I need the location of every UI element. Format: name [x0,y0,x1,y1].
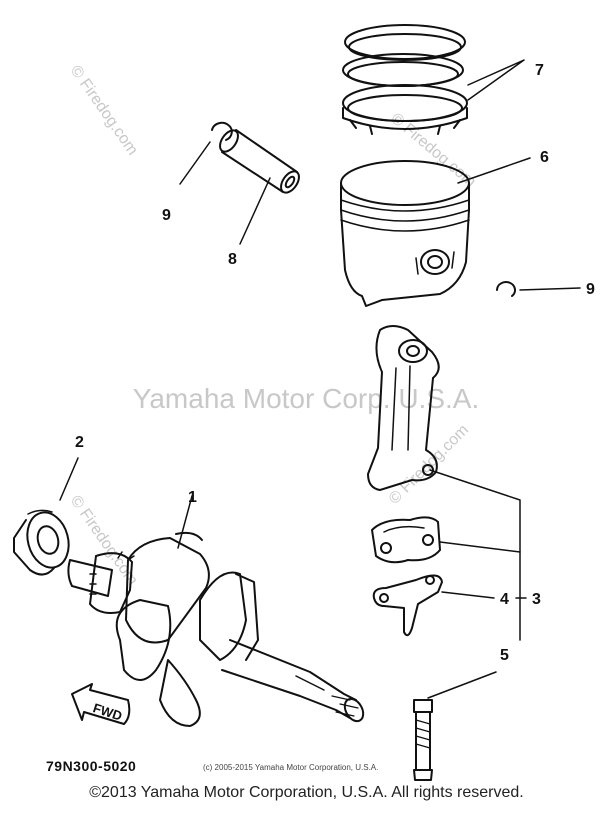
piston-rings [342,24,468,135]
callout-6: 6 [540,149,549,166]
fwd-label: FWD [91,700,124,723]
piston-pin [219,129,300,194]
callout-2: 2 [75,434,84,451]
callout-9-right: 9 [586,281,595,298]
crankshaft [67,531,365,727]
leader-lines [59,59,581,699]
fwd-arrow [71,683,131,725]
callout-4: 4 [500,591,509,608]
watermark-center: Yamaha Motor Corp. U.S.A. [133,383,480,414]
lock-plate [372,574,443,637]
part-number: 79N300-5020 [46,758,136,774]
callout-1: 1 [188,489,197,506]
crank-bearing [13,509,70,576]
rod-cap [371,516,441,564]
watermark-top-left: © Firedog.com [67,63,141,159]
footer-copyright: ©2013 Yamaha Motor Corporation, U.S.A. A… [89,784,524,801]
small-copyright: (c) 2005-2015 Yamaha Motor Corporation, … [203,763,378,772]
callout-5: 5 [500,647,509,664]
callout-9-left: 9 [162,207,171,224]
circlip-left [211,121,233,141]
piston [340,160,470,307]
circlip-right [496,281,516,297]
watermark-mid-left: © Firedog.com [67,493,141,589]
watermark-top-right: © Firedog.com [387,110,478,191]
rod-bolt [413,699,433,781]
callout-7: 7 [535,62,544,79]
callout-3: 3 [532,591,541,608]
callout-8: 8 [228,251,237,268]
